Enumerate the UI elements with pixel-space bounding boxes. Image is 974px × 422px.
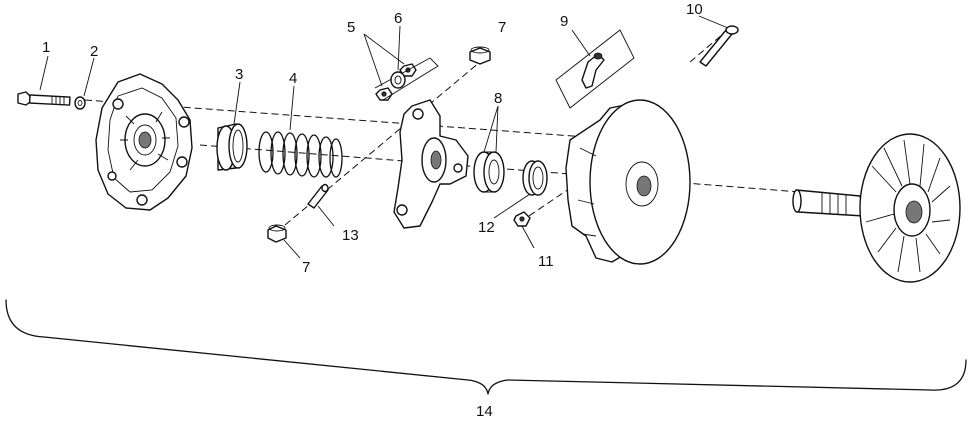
callout-9: 9 [560, 13, 568, 30]
part-7-roller-upper [469, 46, 491, 65]
callout-6: 6 [394, 10, 402, 27]
part-4-spring [258, 131, 343, 178]
callout-12: 12 [478, 219, 495, 236]
part-12-ring [522, 160, 548, 196]
callout-2: 2 [90, 43, 98, 60]
part-5-nuts [374, 57, 439, 101]
fixed-sheave [792, 133, 961, 283]
part-10-pin [699, 25, 739, 67]
part-3-ring [216, 123, 248, 171]
callout-4: 4 [289, 70, 297, 87]
callout-11: 11 [538, 253, 554, 270]
assembly-brace [5, 299, 967, 395]
part-2-washer [74, 96, 86, 110]
callout-14: 14 [476, 403, 493, 420]
leader-lines [39, 15, 729, 259]
part-7-roller-lower [267, 224, 287, 243]
callout-labels: 1 2 3 4 5 6 7 7 8 9 10 11 12 13 14 [42, 1, 703, 420]
callout-10: 10 [686, 1, 703, 18]
callout-7-lower: 7 [302, 259, 310, 276]
callout-8: 8 [494, 90, 502, 107]
callout-3: 3 [235, 66, 243, 83]
moveable-sheave [565, 99, 691, 265]
part-11-nut [513, 211, 531, 227]
clutch-cover [95, 73, 193, 211]
callout-5: 5 [347, 19, 355, 36]
part-8-bushings [473, 151, 505, 193]
part-9-weight [555, 29, 635, 109]
part-6-bushing [390, 71, 406, 89]
callout-13: 13 [342, 227, 359, 244]
part-13-pin [307, 183, 329, 209]
part-1-bolt [17, 91, 71, 106]
center-lines [84, 27, 801, 226]
spider-assembly [393, 99, 469, 229]
callout-1: 1 [42, 39, 50, 56]
callout-7-upper: 7 [498, 19, 506, 36]
